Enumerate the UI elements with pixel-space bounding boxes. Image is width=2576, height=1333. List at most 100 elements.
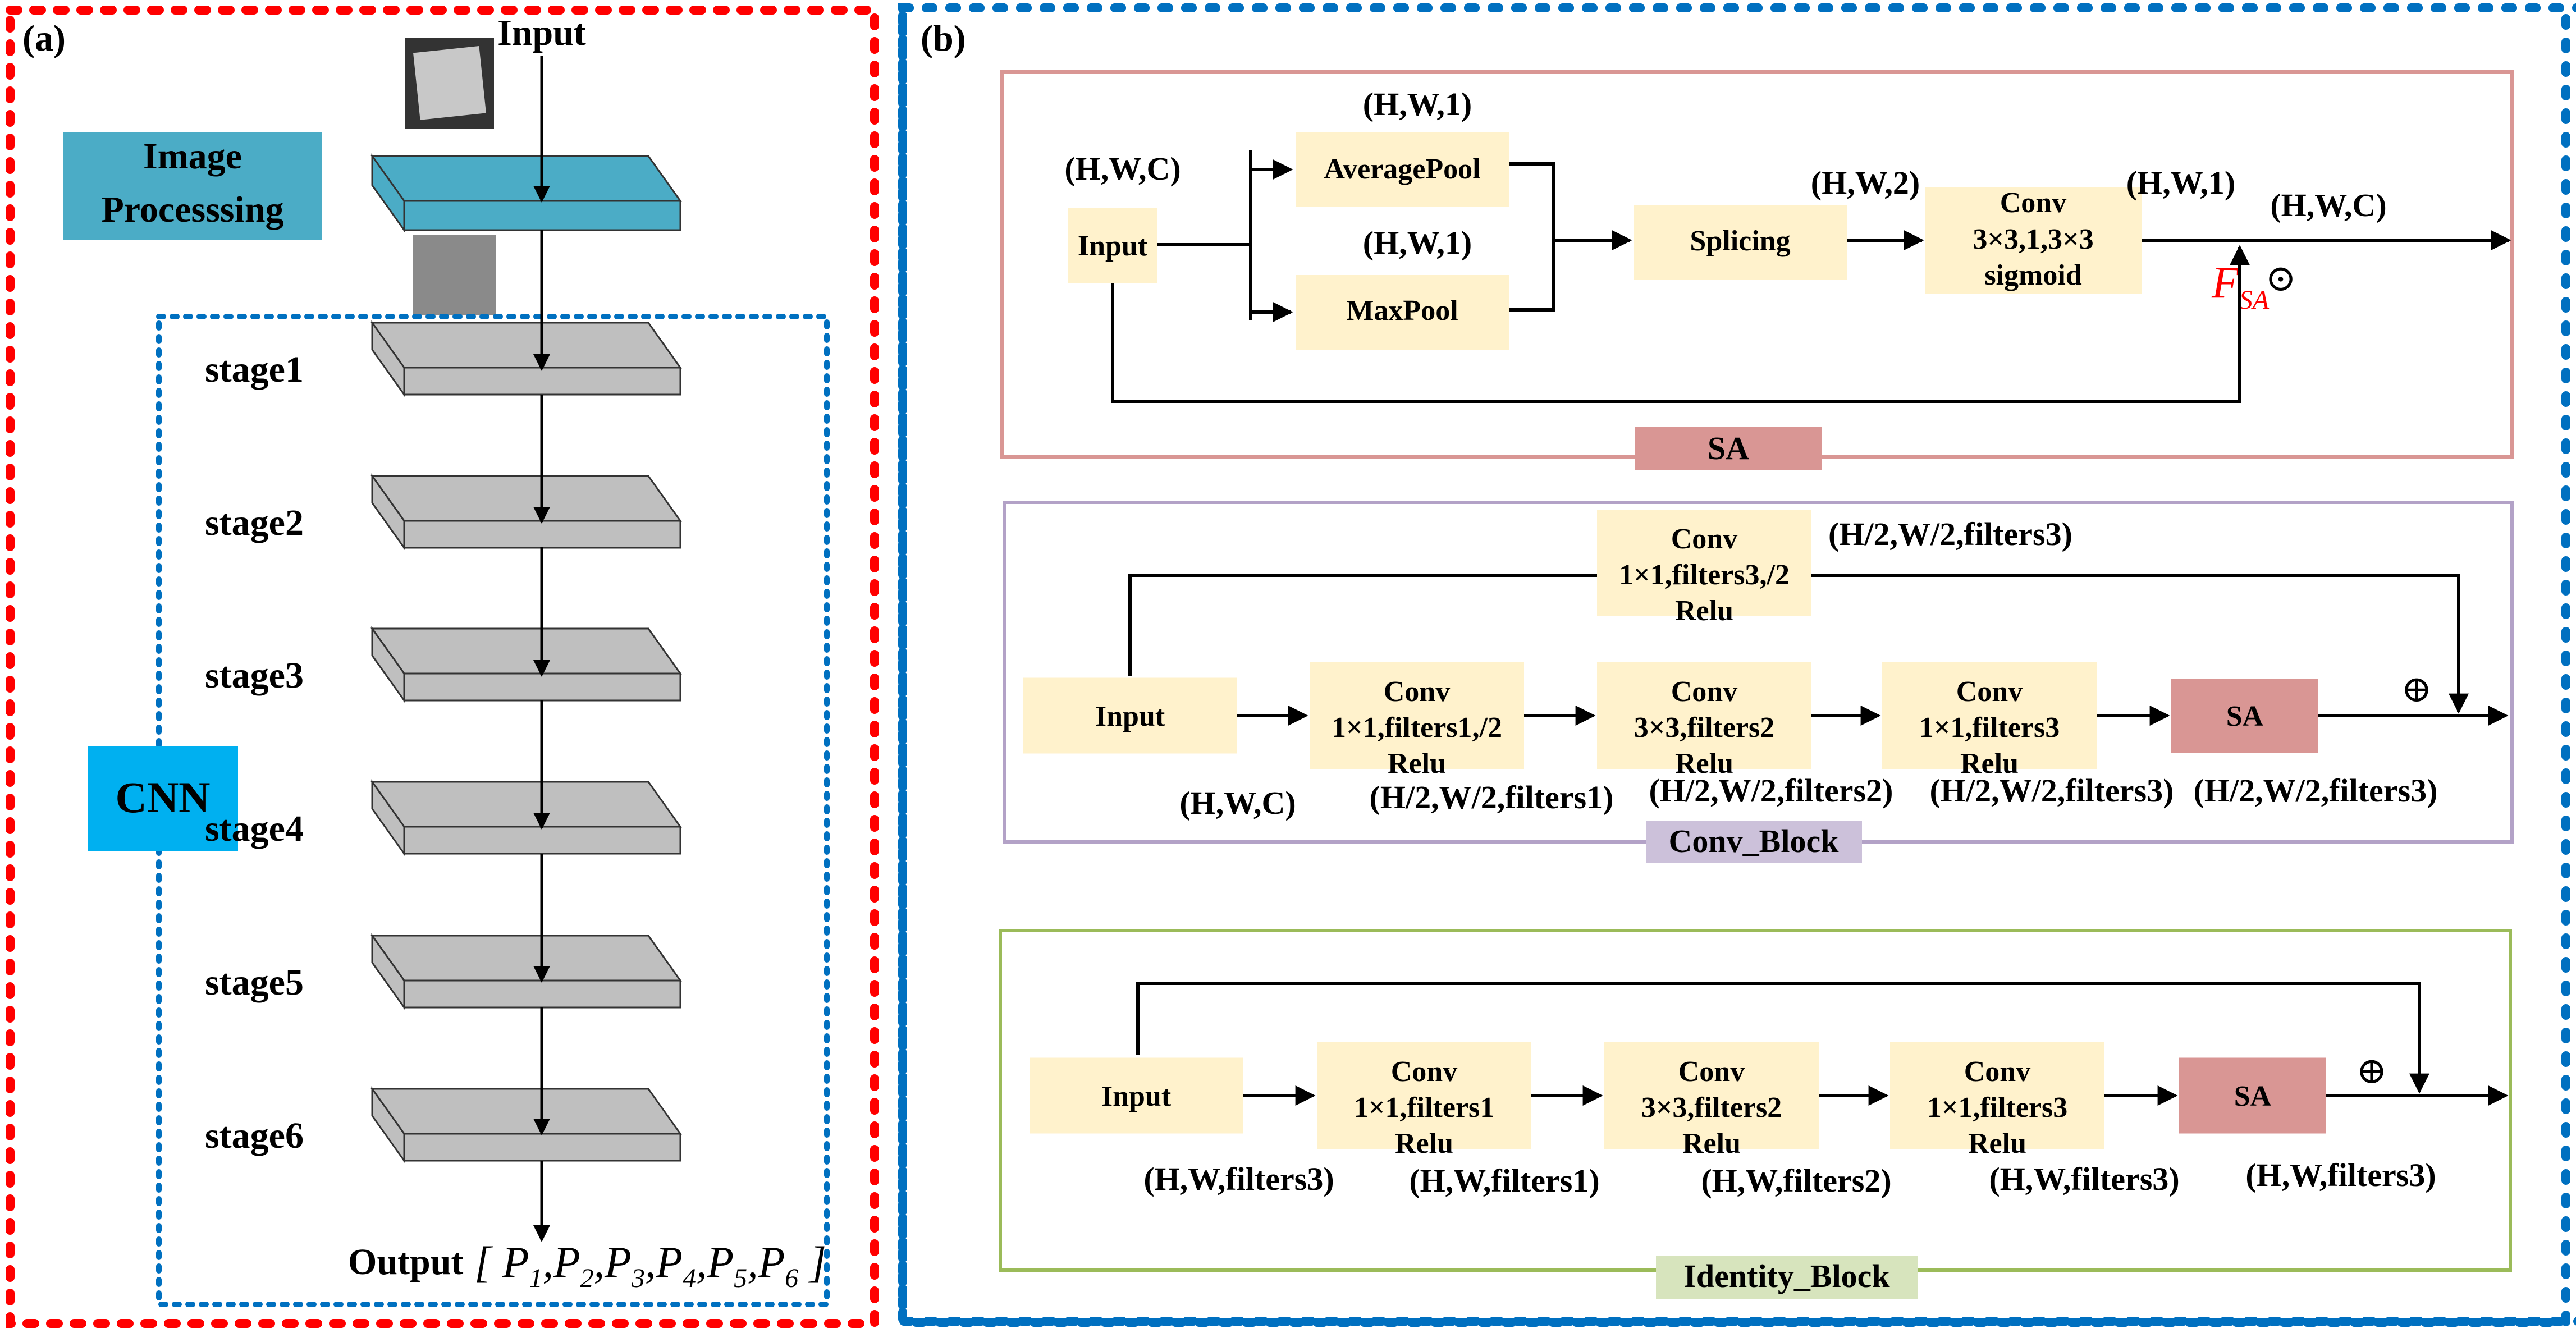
shape-label: (H,W,filters1) — [1409, 1162, 1599, 1199]
sa-output-shape: (H,W,C) — [2270, 187, 2386, 223]
conv_block-conv1-line1: Conv — [1384, 676, 1450, 708]
sa-block-title-box — [1635, 427, 1822, 470]
conv_block-conv3-node — [1882, 662, 2097, 769]
stage-label: stage2 — [205, 502, 304, 543]
output-label: Output — [348, 1242, 463, 1282]
sa-conv-shape: (H,W,1) — [2126, 164, 2235, 201]
conv_block-shortcut-conv-line2: 1×1,filters3,/2 — [1619, 559, 1790, 591]
output-label-group: Output [ P1,P2,P3,P4,P5,P6 ] — [348, 1238, 826, 1293]
conv_block-sa-label: SA — [2226, 700, 2264, 732]
sa-maxpool-label: MaxPool — [1346, 295, 1458, 327]
identity-block-title-box — [1656, 1256, 1918, 1299]
sa-avgpool-shape: (H,W,1) — [1363, 86, 1472, 122]
shape-label: (H/2,W/2,filters3) — [2194, 772, 2438, 809]
identity_block-conv2-line1: Conv — [1678, 1056, 1745, 1088]
shape-label: (H,W,filters3) — [1989, 1161, 2179, 1197]
sa-avgpool-label: AveragePool — [1324, 153, 1480, 185]
identity_block-connectors — [1136, 982, 2509, 1106]
sa-maxpool-node — [1296, 275, 1509, 350]
sa-input-shape: (H,W,C) — [1064, 150, 1181, 187]
conv_block-conv1-line3: Relu — [1388, 748, 1446, 780]
stage-block: stage2 — [205, 473, 682, 551]
sa-conv-line1: Conv — [2000, 187, 2066, 219]
sa-input-node — [1068, 208, 1157, 283]
stage-block: stage1 — [205, 320, 682, 397]
stage-block: stage6 — [205, 1086, 682, 1163]
panel-a-label: (a) — [22, 18, 66, 59]
sa-splicing-node — [1634, 205, 1847, 280]
fsa-label: FSA — [2211, 258, 2270, 315]
image-processing-slab — [370, 153, 682, 233]
conv_block-shortcut-conv-line1: Conv — [1671, 523, 1737, 555]
stage-label: stage4 — [205, 808, 304, 849]
sa-conv-line2: 3×3,1,3×3 — [1973, 223, 2093, 255]
identity_block-conv3-line2: 1×1,filters3 — [1927, 1092, 2068, 1124]
conv-block-title: Conv_Block — [1669, 823, 1840, 859]
panel-b-label: (b) — [921, 18, 966, 59]
identity-block-title: Identity_Block — [1683, 1258, 1890, 1294]
output-vector: [ P1,P2,P3,P4,P5,P6 ] — [474, 1238, 826, 1293]
cnn-label: CNN — [116, 773, 211, 822]
conv-block-title-box — [1646, 821, 1862, 863]
shape-label: (H,W,filters3) — [1143, 1161, 1334, 1197]
conv_block-conv2-line1: Conv — [1671, 676, 1737, 708]
elementwise-add-icon: ⊕ — [2401, 669, 2432, 710]
raw-input-image — [405, 38, 494, 129]
conv_block-shortcut-conv-node — [1597, 510, 1811, 616]
sa-conv-node — [1925, 187, 2142, 294]
conv_block-conv3-line3: Relu — [1960, 748, 2019, 780]
identity_block-conv3-line1: Conv — [1964, 1056, 2030, 1088]
image-processing-box — [63, 132, 322, 240]
shape-label: (H/2,W/2,filters2) — [1649, 772, 1893, 809]
stage-label: stage3 — [205, 655, 304, 696]
sa-connectors — [1111, 150, 2511, 403]
sa-conv-line3: sigmoid — [1984, 259, 2081, 291]
stage-label: stage5 — [205, 962, 304, 1003]
sa-input-label: Input — [1078, 230, 1148, 262]
shortcut-shape: (H/2,W/2,filters3) — [1828, 516, 2072, 552]
conv_block-conv1-line2: 1×1,filters1,/2 — [1332, 712, 1502, 744]
stage-label: stage1 — [205, 349, 304, 390]
stage-label: stage6 — [205, 1115, 304, 1156]
conv_block-shortcut-conv-line3: Relu — [1675, 595, 1733, 627]
sa-avgpool-node — [1296, 132, 1509, 207]
conv_block-conv1-node — [1310, 662, 1524, 769]
elementwise-add-icon: ⊕ — [2356, 1051, 2387, 1092]
identity_block-sa-label: SA — [2234, 1080, 2272, 1112]
sa-maxpool-shape: (H,W,1) — [1363, 225, 1472, 261]
sa-splicing-label: Splicing — [1690, 225, 1790, 257]
sa-block-title: SA — [1708, 430, 1749, 466]
conv_block-input-label: Input — [1095, 700, 1165, 732]
bracket-open: [ — [474, 1238, 502, 1286]
conv_block-conv3-line1: Conv — [1956, 676, 2023, 708]
identity_block-conv2-node — [1604, 1042, 1819, 1149]
processed-image — [413, 235, 496, 315]
conv_block-input-node — [1023, 677, 1237, 754]
conv_block-conv2-line3: Relu — [1675, 748, 1733, 780]
identity_block-conv3-node — [1890, 1042, 2104, 1149]
sa-splicing-shape: (H,W,2) — [1811, 164, 1920, 201]
identity_block-input-node — [1030, 1057, 1243, 1134]
cnn-label-box — [88, 746, 238, 851]
panel-a-border — [6, 6, 879, 1328]
identity_block-conv1-line1: Conv — [1391, 1056, 1457, 1088]
conv_block-conv3-line2: 1×1,filters3 — [1919, 712, 2060, 744]
elementwise-multiply-icon: ⊙ — [2265, 258, 2296, 299]
shape-label: (H,W,C) — [1179, 785, 1296, 821]
shape-label: (H/2,W/2,filters3) — [1930, 772, 2174, 809]
identity_block-conv1-node — [1317, 1042, 1531, 1149]
identity_block-conv2-line2: 3×3,filters2 — [1641, 1092, 1782, 1124]
stage-block: stage5 — [205, 933, 682, 1010]
stage-block: stage4 — [205, 779, 682, 856]
identity_block-conv1-line3: Relu — [1395, 1128, 1453, 1160]
shape-label: (H,W,filters2) — [1701, 1162, 1891, 1199]
input-label: Input — [497, 12, 586, 53]
image-processing-line1: Image — [143, 136, 242, 177]
conv_block-sa-node — [2171, 679, 2318, 753]
identity_block-input-label: Input — [1101, 1080, 1172, 1112]
identity_block-conv2-line3: Relu — [1682, 1128, 1741, 1160]
image-processing-line2: Processsing — [101, 189, 283, 230]
identity_block-conv3-line3: Relu — [1968, 1128, 2026, 1160]
identity_block-sa-node — [2179, 1057, 2326, 1134]
